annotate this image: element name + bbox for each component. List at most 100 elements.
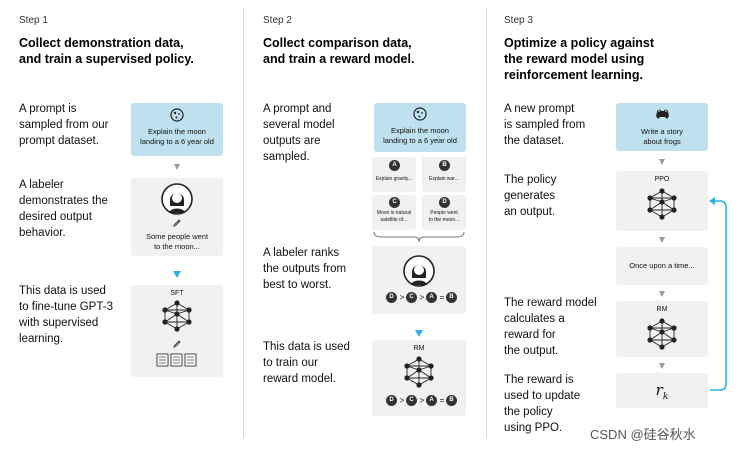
step1-demo-text: Some people went to the moon... — [131, 232, 223, 252]
line: the outputs from — [263, 263, 347, 275]
step3-heading-line2: the reward model using — [504, 52, 645, 66]
reward-subscript: k — [662, 392, 669, 402]
step3-reward-box — [616, 373, 708, 408]
rank-letter: B — [446, 395, 457, 406]
rank-letter: C — [406, 292, 417, 303]
rank-operator: > — [399, 293, 405, 302]
step1-desc-labeler: A labeler demonstrates the desired outpu… — [19, 177, 108, 241]
line: is sampled from — [504, 119, 586, 131]
step3-desc-reward-model: The reward model calculates a reward for… — [504, 295, 597, 359]
step3-desc-policy: The policy generates an output. — [504, 172, 556, 220]
reward-symbol: rk — [616, 381, 708, 402]
step1-arrow-2 — [173, 271, 181, 278]
step2-heading-line2: and train a reward model. — [263, 52, 415, 66]
moon-icon — [413, 107, 427, 121]
line: Explain the moon — [148, 127, 206, 136]
line: to the moon... — [154, 242, 200, 251]
step3-arrow-3 — [659, 291, 665, 297]
line: the output. — [504, 345, 559, 357]
network-node — [174, 326, 180, 332]
ppo-label: PPO — [654, 176, 670, 183]
rm-network-icon — [404, 356, 434, 388]
line: outputs are — [263, 135, 321, 147]
line: A new prompt — [504, 103, 575, 115]
line: The policy — [504, 174, 557, 186]
rank-operator: > — [399, 396, 405, 405]
output-letter-a: A — [389, 160, 400, 171]
column-divider-1 — [243, 8, 244, 438]
pencil-icon — [172, 340, 181, 349]
feedback-loop-arrow — [709, 197, 727, 391]
step2-prompt-text: Explain the moon landing to a 6 year old — [374, 126, 466, 146]
line: A labeler — [19, 179, 64, 191]
network-node — [659, 188, 665, 194]
network-node — [659, 199, 665, 205]
output-letter-d: D — [439, 197, 450, 208]
step1-heading-line1: Collect demonstration data, — [19, 36, 184, 50]
step3-output-text: Once upon a time... — [629, 261, 695, 270]
line: prompt dataset. — [19, 135, 99, 147]
line: Some people went — [145, 232, 209, 241]
line: an output. — [504, 206, 556, 218]
step2-desc-sampled: A prompt and several model outputs are s… — [263, 101, 335, 165]
line: calculates a — [504, 313, 565, 325]
ppo-network-icon — [647, 188, 677, 220]
ranking-row-rm: D>C>A=B — [372, 395, 466, 407]
step1-heading: Collect demonstration data, and train a … — [19, 35, 239, 67]
rank-letter: B — [446, 292, 457, 303]
line: generates — [504, 190, 556, 202]
line: The reward is — [504, 374, 574, 386]
network-node — [404, 363, 410, 369]
network-node — [428, 375, 434, 381]
labeler-avatar-icon — [161, 183, 193, 215]
step2-label: Step 2 — [263, 15, 292, 26]
network-node — [671, 337, 677, 343]
network-node — [416, 356, 422, 362]
line: demonstrates the — [19, 195, 108, 207]
line: learning. — [19, 333, 64, 345]
rank-letter: C — [406, 395, 417, 406]
rank-operator: > — [419, 396, 425, 405]
line: This data is used — [263, 341, 350, 353]
step1-prompt-box — [131, 103, 223, 156]
line: satellite of... — [380, 217, 408, 223]
output-letter-b: B — [439, 160, 450, 171]
column-divider-2 — [486, 8, 487, 438]
step3-label: Step 3 — [504, 15, 533, 26]
line: People went — [430, 210, 458, 216]
step3-desc-update: The reward is used to update the policy … — [504, 372, 580, 436]
rank-letter: D — [386, 292, 397, 303]
network-node — [647, 325, 653, 331]
network-node — [659, 344, 665, 350]
step3-rm-network-icon — [647, 318, 677, 350]
network-node — [174, 300, 180, 306]
step3-output-box — [616, 247, 708, 285]
watermark: CSDN @硅谷秋水 — [590, 427, 696, 442]
frog-icon — [656, 109, 669, 119]
line: sampled from our — [19, 119, 109, 131]
network-node — [671, 195, 677, 201]
line: Explain the moon — [391, 126, 449, 135]
line: using PPO. — [504, 422, 563, 434]
line: sampled. — [263, 151, 310, 163]
ranking-row: D>C>A=B — [372, 292, 466, 304]
step1-desc-finetune: This data is used to fine-tune GPT-3 wit… — [19, 283, 113, 347]
step1-heading-line2: and train a supervised policy. — [19, 52, 194, 66]
network-node — [659, 329, 665, 335]
network-node — [416, 367, 422, 373]
output-text-c: Moon is natural satellite of... — [372, 210, 416, 224]
rank-letter: A — [426, 292, 437, 303]
network-node — [659, 214, 665, 220]
rank-operator: > — [419, 293, 425, 302]
network-node — [428, 363, 434, 369]
step3-rm-label: RM — [656, 306, 668, 313]
step1-prompt-text: Explain the moon landing to a 6 year old — [131, 127, 223, 147]
step3-heading-line1: Optimize a policy against — [504, 36, 655, 50]
step2-heading: Collect comparison data, and train a rew… — [263, 35, 483, 67]
line: best to worst. — [263, 279, 332, 291]
step2-desc-ranks: A labeler ranks the outputs from best to… — [263, 245, 346, 293]
line: Moon is natural — [376, 210, 412, 216]
step2-arrow — [415, 330, 423, 337]
line: A labeler ranks — [263, 247, 340, 259]
output-text-a: Explain gravity... — [372, 176, 416, 183]
